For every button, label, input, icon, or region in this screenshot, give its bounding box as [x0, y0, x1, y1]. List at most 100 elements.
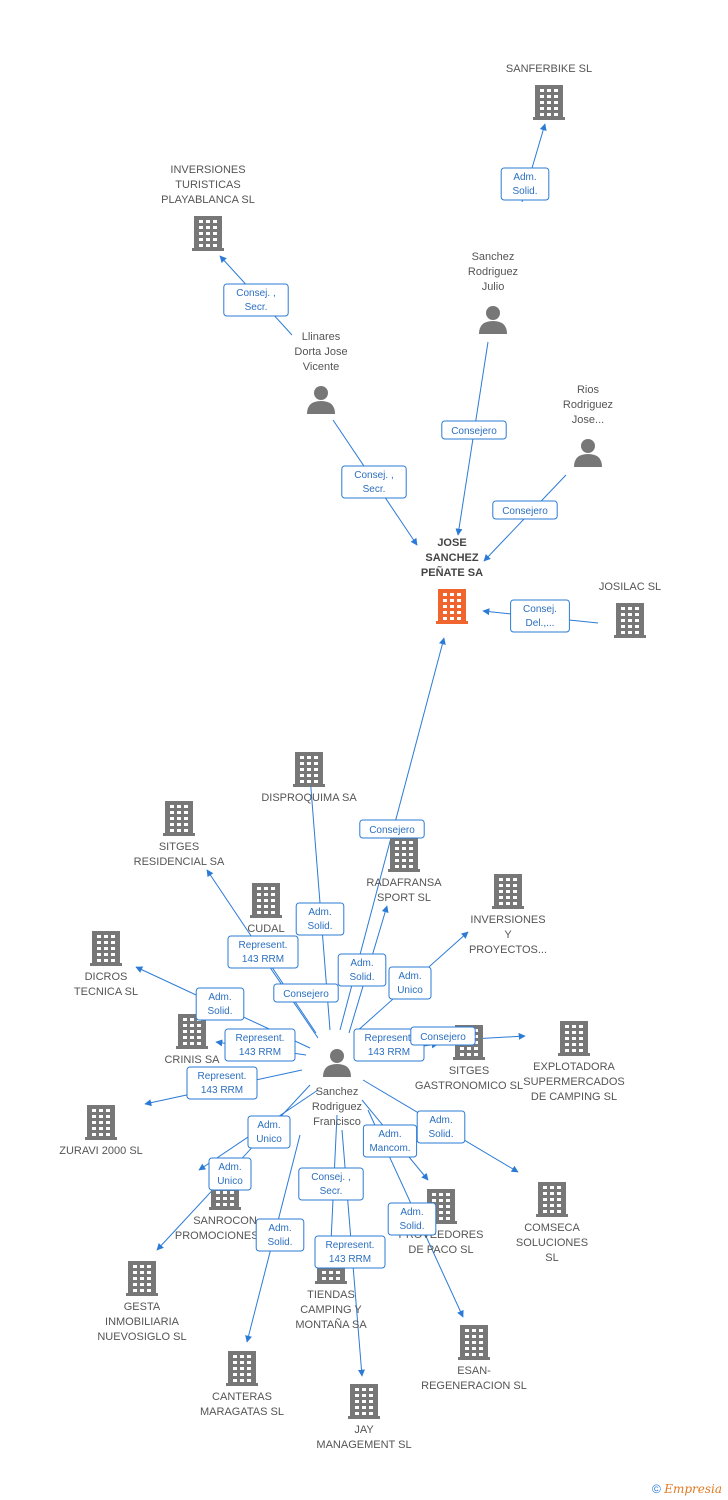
edge-label-francisco-tiendas[interactable]: Represent.143 RRM: [314, 1235, 386, 1269]
node-label-line: PROMOCIONES SL: [175, 1230, 275, 1242]
building-icon: [536, 1182, 568, 1217]
building-icon: [192, 216, 224, 251]
node-label-line: INMOBILIARIA: [105, 1316, 180, 1328]
edge-label-text: 143 RRM: [201, 1085, 243, 1096]
edge-label-francisco-dicros[interactable]: Adm.Solid.: [195, 987, 245, 1021]
node-label-line: COMSECA: [524, 1222, 580, 1234]
node-label-line: REGENERACION SL: [421, 1380, 527, 1392]
node-sanferbike[interactable]: SANFERBIKE SL: [506, 63, 592, 120]
edge-label-francisco-sanrocon[interactable]: Adm.Unico: [208, 1157, 252, 1191]
edge-label-llinares-jsp[interactable]: Consej. , Secr.: [341, 465, 407, 499]
node-label-line: MARAGATAS SL: [200, 1406, 284, 1418]
node-rios[interactable]: RiosRodriguezJose...: [563, 384, 613, 467]
edge-label-francisco-gesta[interactable]: Adm.Unico: [247, 1115, 291, 1149]
person-icon: [307, 386, 335, 414]
node-label-line: PLAYABLANCA SL: [161, 194, 255, 206]
edge-label-francisco-crinis[interactable]: Represent.143 RRM: [224, 1028, 296, 1062]
edge-label-francisco-explot[interactable]: Consejero: [410, 1026, 476, 1046]
edge-label-francisco-invproy[interactable]: Adm.Unico: [388, 966, 432, 1000]
edge-label-text: Consej. ,: [311, 1172, 350, 1183]
edge-label-text: Secr.: [363, 484, 386, 495]
edge-label-box: [359, 819, 425, 839]
edge-label-francisco-radafransa[interactable]: Adm. Solid.: [337, 953, 387, 987]
edge-label-text: Solid.: [428, 1129, 453, 1140]
edge-label-text: Consej.: [523, 604, 557, 615]
node-label-line: DE CAMPING SL: [531, 1091, 617, 1103]
node-label-line: Dorta Jose: [294, 346, 347, 358]
edge-label-francisco-jsp[interactable]: Consejero: [359, 819, 425, 839]
edge-label-box: [410, 1026, 476, 1046]
edge-label-francisco-zuravi[interactable]: Represent.143 RRM: [186, 1066, 258, 1100]
edge-label-josilac-jsp[interactable]: Consej.Del.,...: [510, 599, 570, 633]
edge-label-francisco-cudal[interactable]: Represent. 143 RRM: [227, 935, 299, 969]
edge-label-francisco-esan[interactable]: Adm.Solid.: [387, 1202, 437, 1236]
edge-label-julio-jsp[interactable]: Consejero: [441, 420, 507, 440]
node-josilac[interactable]: JOSILAC SL: [599, 581, 661, 638]
building-icon: [85, 1105, 117, 1140]
edge-label-box: [223, 283, 289, 317]
edge-label-box: [195, 987, 245, 1021]
edge-label-francisco-canteras[interactable]: Adm.Solid.: [255, 1218, 305, 1252]
edge-label-text: Solid.: [349, 972, 374, 983]
copyright-symbol: ©: [652, 1482, 661, 1496]
edge-label-box: [186, 1066, 258, 1100]
edge-label-box: [298, 1167, 364, 1201]
node-label-line: Rios: [577, 384, 600, 396]
edge-label-francisco-disproquima[interactable]: Adm.Solid.: [295, 902, 345, 936]
node-label-line: INVERSIONES: [470, 914, 545, 926]
edge-label-box: [247, 1115, 291, 1149]
node-zuravi[interactable]: ZURAVI 2000 SL: [59, 1105, 143, 1157]
node-esan[interactable]: ESAN-REGENERACION SL: [421, 1325, 527, 1392]
edge-label-text: Adm.: [400, 1207, 423, 1218]
edge-label-text: Consej. ,: [354, 470, 393, 481]
edge-label-julio-sanferbike[interactable]: Adm.Solid.: [500, 167, 550, 201]
node-label-line: GESTA: [124, 1301, 161, 1313]
edge-label-text: Consej. ,: [236, 288, 275, 299]
node-label-line: SANCHEZ: [425, 552, 478, 564]
edge-label-box: [416, 1110, 466, 1144]
edge-label-text: Represent.: [239, 940, 288, 951]
edge-label-text: 143 RRM: [242, 954, 284, 965]
edge-label-text: Adm.: [208, 992, 231, 1003]
edge-label-box: [227, 935, 299, 969]
edge-label-francisco-proveedores[interactable]: Adm.Mancom.: [362, 1124, 418, 1158]
node-label-line: PROYECTOS...: [469, 944, 547, 956]
edge-label-text: Adm.: [257, 1120, 280, 1131]
edge-label-box: [387, 1202, 437, 1236]
edge-label-box: [224, 1028, 296, 1062]
node-invproy[interactable]: INVERSIONES Y PROYECTOS...: [469, 874, 547, 956]
edge-label-rios-jsp[interactable]: Consejero: [492, 500, 558, 520]
node-label-line: Llinares: [302, 331, 341, 343]
edge-label-francisco-comseca[interactable]: Adm.Solid.: [416, 1110, 466, 1144]
building-icon: [226, 1351, 258, 1386]
node-disproquima[interactable]: DISPROQUIMA SA: [261, 752, 357, 804]
edge-label-llinares-playablanca[interactable]: Consej. ,Secr.: [223, 283, 289, 317]
building-icon: [90, 931, 122, 966]
edge-label-text: Consejero: [369, 825, 415, 836]
edge-label-francisco-jay[interactable]: Consej. ,Secr.: [298, 1167, 364, 1201]
node-label-line: ZURAVI 2000 SL: [59, 1145, 143, 1157]
node-label-line: Y: [504, 929, 512, 941]
node-label-line: MANAGEMENT SL: [316, 1439, 411, 1451]
edge-label-francisco-sitgesres[interactable]: Consejero: [273, 983, 339, 1003]
edge-label-box: [337, 953, 387, 987]
node-label-line: GASTRONOMICO SL: [415, 1080, 523, 1092]
node-crinis[interactable]: CRINIS SA: [164, 1014, 220, 1066]
node-label-line: SITGES: [159, 841, 199, 853]
edge-label-text: Adm.: [350, 958, 373, 969]
